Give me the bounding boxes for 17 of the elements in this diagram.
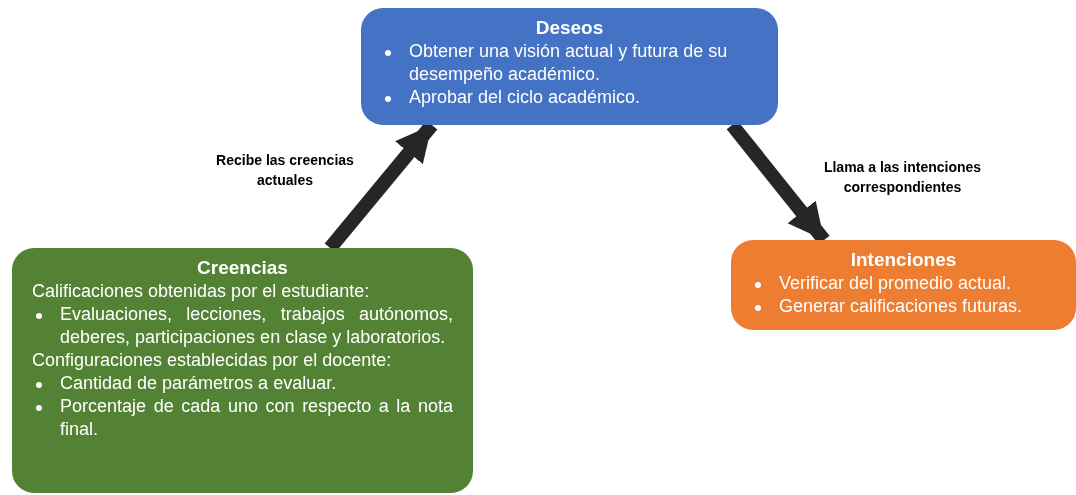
box-heading: Deseos — [534, 16, 605, 40]
bullet-text: Generar calificaciones futuras. — [779, 295, 1023, 318]
edge-label: Recibe las creencias actuales — [215, 151, 355, 190]
process-box — [731, 240, 1076, 330]
bullet-text: Aprobar del ciclo académico. — [409, 86, 641, 109]
process-box — [12, 248, 473, 493]
bullet-text: Porcentaje de cada uno con respecto a la nota final. — [60, 395, 453, 441]
body-text: Calificaciones obtenidas por el estudiante: — [32, 280, 371, 303]
bullet-text: Obtener una visión actual y futura de su desempeño académico. — [409, 40, 729, 86]
bullet-text: Evaluaciones, lecciones, trabajos autónomos, deberes, participaciones en clase y laboratorios. — [60, 303, 453, 349]
bullet-text: Cantidad de parámetros a evaluar. — [60, 372, 337, 395]
box-heading: Intenciones — [849, 248, 958, 272]
process-box — [361, 8, 778, 125]
box-heading: Creencias — [196, 256, 289, 280]
edge-label: Llama a las intenciones correspondientes — [822, 158, 983, 197]
body-text: Configuraciones establecidas por el docente: — [32, 349, 393, 372]
bullet-text: Verificar del promedio actual. — [779, 272, 1012, 295]
